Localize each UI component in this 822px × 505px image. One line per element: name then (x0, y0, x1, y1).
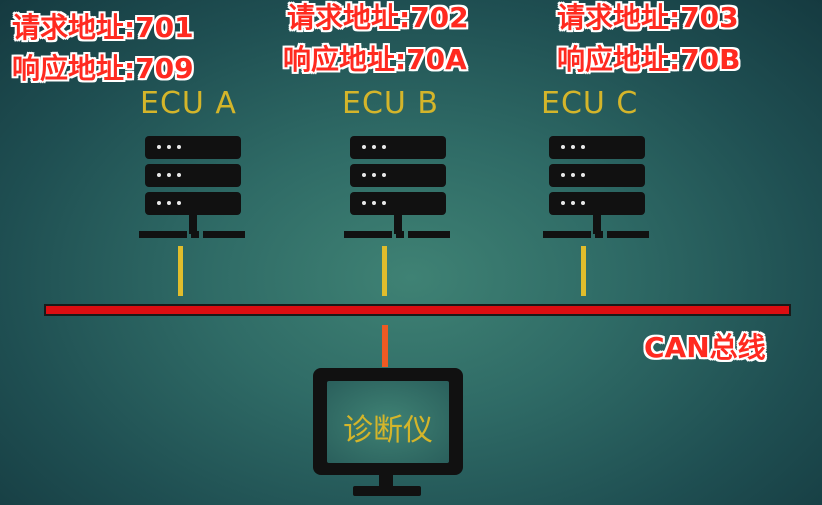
ecu-a-label: ECU A (140, 86, 237, 121)
server-rack-icon (344, 136, 450, 238)
ecu-a-request-address: 请求地址:701 (12, 11, 194, 44)
ecu-a-response-address: 响应地址:709 (12, 52, 194, 85)
can-bus-line (44, 304, 791, 316)
ecu-b-response-address: 响应地址:70A (283, 43, 467, 76)
can-bus-label: CAN总线 (644, 331, 766, 364)
monitor-icon: 诊断仪 (313, 368, 463, 475)
monitor-stand (353, 486, 421, 496)
server-rack-icon (139, 136, 245, 238)
ecu-c-bus-link (581, 246, 586, 296)
tester-label: 诊断仪 (343, 413, 433, 448)
ecu-b-bus-link (382, 246, 387, 296)
tester-bus-link (382, 325, 388, 367)
ecu-c-label: ECU C (541, 86, 639, 121)
server-rack-icon (543, 136, 649, 238)
ecu-a-bus-link (178, 246, 183, 296)
ecu-c-response-address: 响应地址:70B (557, 43, 741, 76)
ecu-b-request-address: 请求地址:702 (287, 1, 469, 34)
ecu-b-label: ECU B (342, 86, 439, 121)
monitor-screen: 诊断仪 (327, 381, 449, 463)
monitor-neck (379, 474, 393, 488)
ecu-c-request-address: 请求地址:703 (557, 1, 739, 34)
